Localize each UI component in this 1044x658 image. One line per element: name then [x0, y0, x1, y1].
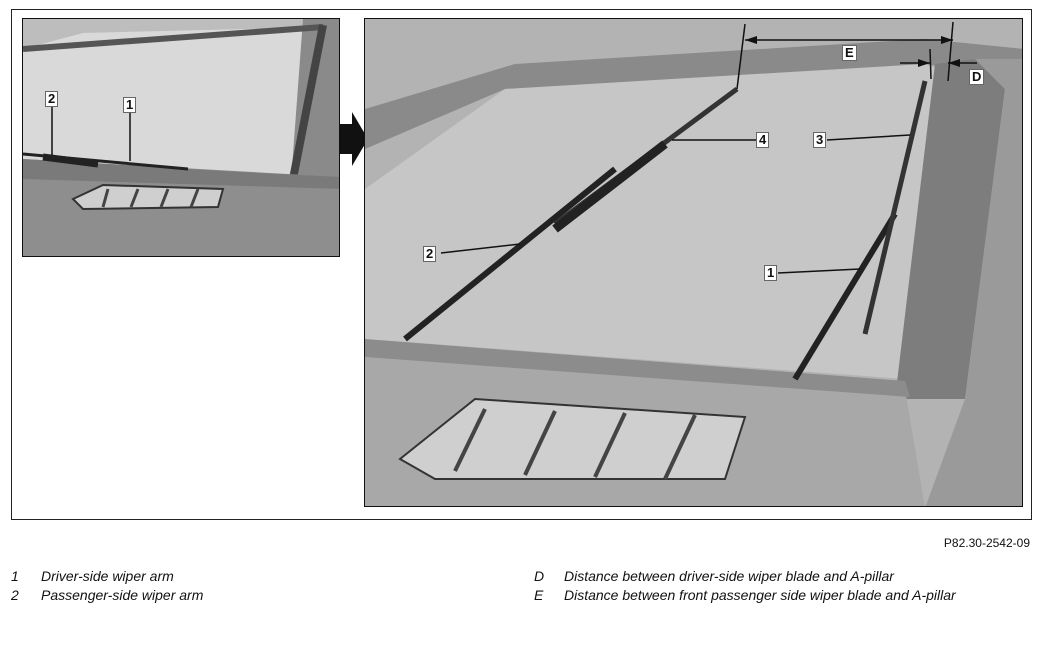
legend-key: D — [534, 568, 545, 584]
callout-1: 1 — [764, 265, 778, 281]
legend-left: 1 Driver-side wiper arm 2 Passenger-side… — [11, 567, 203, 605]
arrow-right-icon — [340, 112, 368, 166]
legend-item: 1 Driver-side wiper arm — [11, 567, 203, 586]
callout-D: D — [969, 69, 985, 85]
legend-text: Passenger-side wiper arm — [41, 587, 204, 603]
legend-text: Distance between driver-side wiper blade… — [564, 568, 894, 584]
callout-1: 1 — [123, 97, 137, 113]
legend-text: Distance between front passenger side wi… — [564, 587, 956, 603]
legend-key: E — [534, 587, 544, 603]
legend-key: 1 — [11, 568, 19, 584]
overview-photo: 2 1 — [22, 18, 340, 257]
callout-2: 2 — [423, 246, 437, 262]
legend-item: 2 Passenger-side wiper arm — [11, 586, 203, 605]
legend-item: D Distance between driver-side wiper bla… — [534, 567, 956, 586]
detail-photo: E D 4 3 2 1 — [364, 18, 1023, 507]
callout-3: 3 — [813, 132, 827, 148]
legend-item: E Distance between front passenger side … — [534, 586, 956, 605]
callout-4: 4 — [756, 132, 770, 148]
figure-id: P82.30-2542-09 — [943, 536, 1030, 550]
legend-right: D Distance between driver-side wiper bla… — [534, 567, 956, 605]
callout-E: E — [842, 45, 857, 61]
callout-2: 2 — [45, 91, 59, 107]
legend-key: 2 — [11, 587, 19, 603]
legend-text: Driver-side wiper arm — [41, 568, 174, 584]
